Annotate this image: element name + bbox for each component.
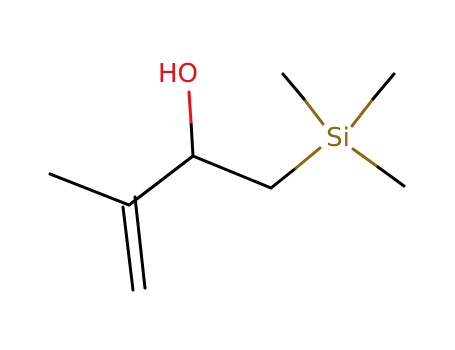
silicon-label: Si <box>326 123 350 153</box>
c3-ch2-bond <box>191 154 273 190</box>
si-methyl-upper-left-bond-carbon-half <box>281 72 306 101</box>
ch2-si-bond-carbon-half <box>269 166 298 190</box>
si-methyl-lower-right-bond-carbon-half <box>376 165 406 188</box>
c3-o-bond-oxygen-half <box>187 90 193 124</box>
double-bond-line-1 <box>121 205 135 292</box>
double-bond-line-2 <box>133 195 147 290</box>
hydroxyl-label: HO <box>158 59 198 89</box>
c2-c3-bond <box>127 154 195 207</box>
si-methyl-upper-left-bond-silicon-half <box>302 97 325 126</box>
si-methyl-upper-right-bond-silicon-half <box>350 97 375 128</box>
c3-o-bond-carbon-half <box>189 120 195 158</box>
si-methyl-lower-right-bond-silicon-half <box>351 147 380 169</box>
ch2-si-bond-silicon-half <box>294 146 322 170</box>
si-methyl-upper-right-bond-carbon-half <box>371 72 396 101</box>
methyl-bond <box>48 172 131 207</box>
